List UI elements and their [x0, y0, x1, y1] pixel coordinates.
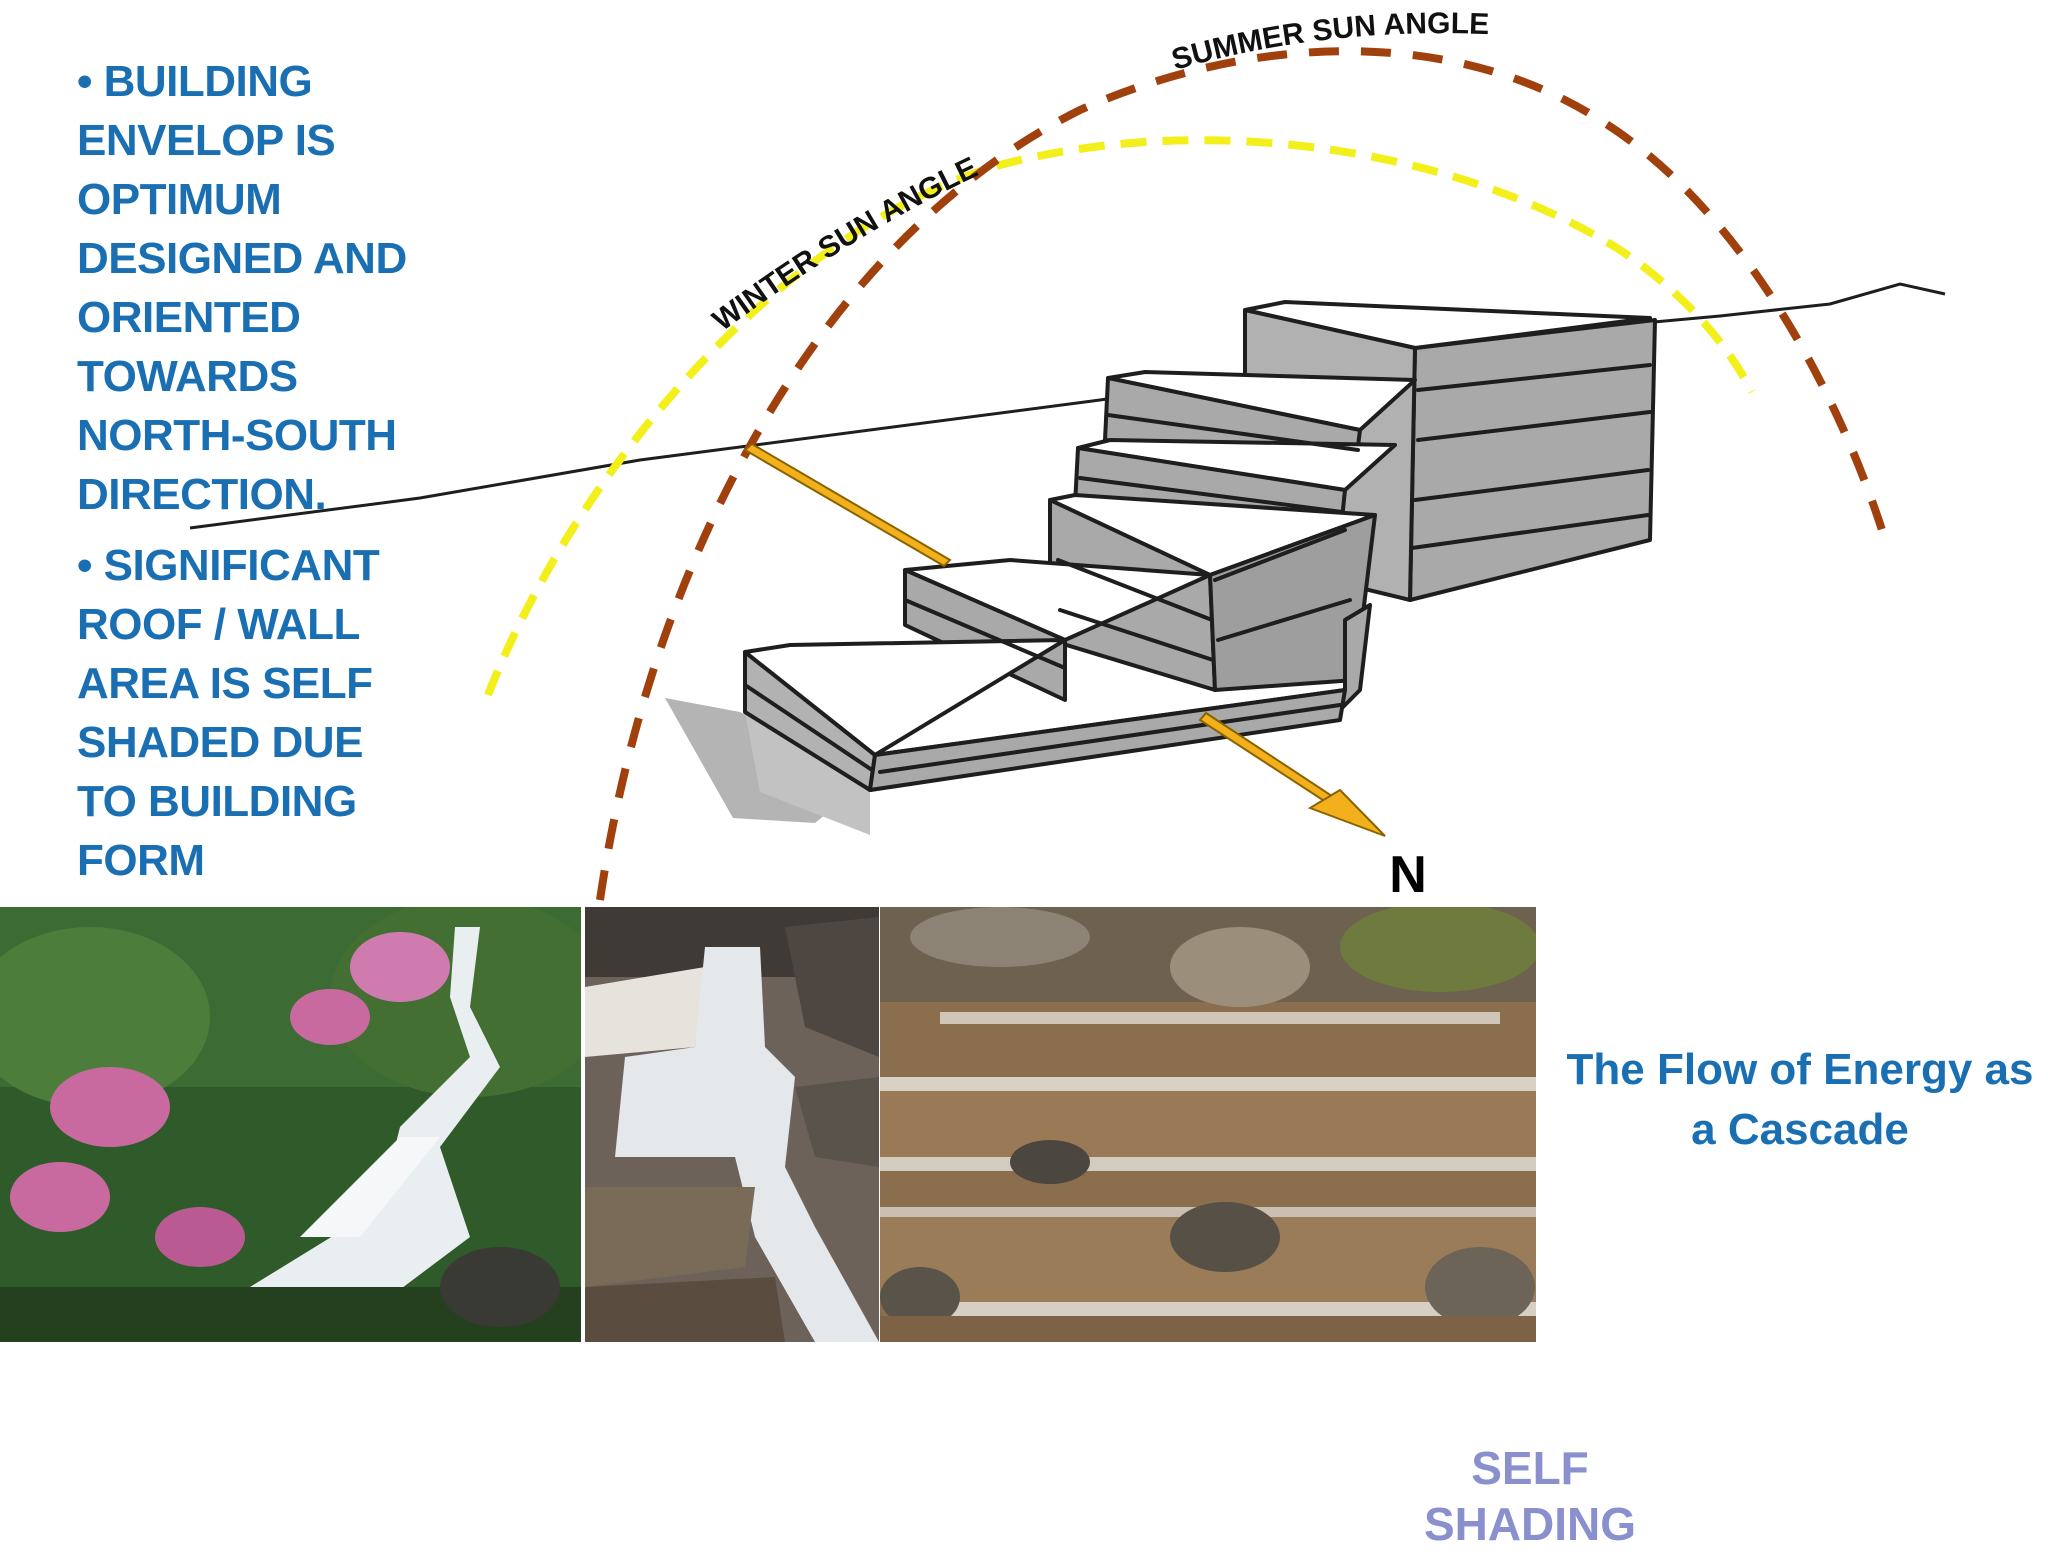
- terraced-building: [743, 300, 1657, 792]
- horizon-line: [189, 282, 1946, 530]
- north-label: N: [1389, 846, 1427, 904]
- north-arrow-icon: [1198, 711, 1386, 837]
- winter-sun-arc: [484, 136, 1756, 697]
- front-block-top: [743, 638, 1067, 757]
- waterfall-forest-photo: [0, 907, 581, 1342]
- slide-footer-title: SELF SHADING: [1423, 1442, 1637, 1550]
- sun-ray-arrow: [743, 442, 952, 568]
- sketch-lines: [743, 363, 1652, 774]
- bullet-self-shading: • SIGNIFICANT ROOF / WALL AREA IS SELF S…: [77, 541, 380, 885]
- cascade-steps-photo: [880, 907, 1536, 1342]
- bullet-orientation: • BUILDING ENVELOP IS OPTIMUM DESIGNED A…: [77, 57, 407, 519]
- caption-text: The Flow of Energy as a Cascade: [1566, 1045, 2034, 1154]
- bullet-list: • BUILDING ENVELOP IS OPTIMUM DESIGNED A…: [77, 52, 417, 890]
- waterfall-rocks-photo: [585, 907, 879, 1342]
- tower-front: [1408, 318, 1657, 602]
- summer-sun-arc: [596, 47, 1886, 901]
- cascade-caption: The Flow of Energy as a Cascade: [1560, 1040, 2040, 1160]
- ground-shadow-left: [745, 712, 870, 835]
